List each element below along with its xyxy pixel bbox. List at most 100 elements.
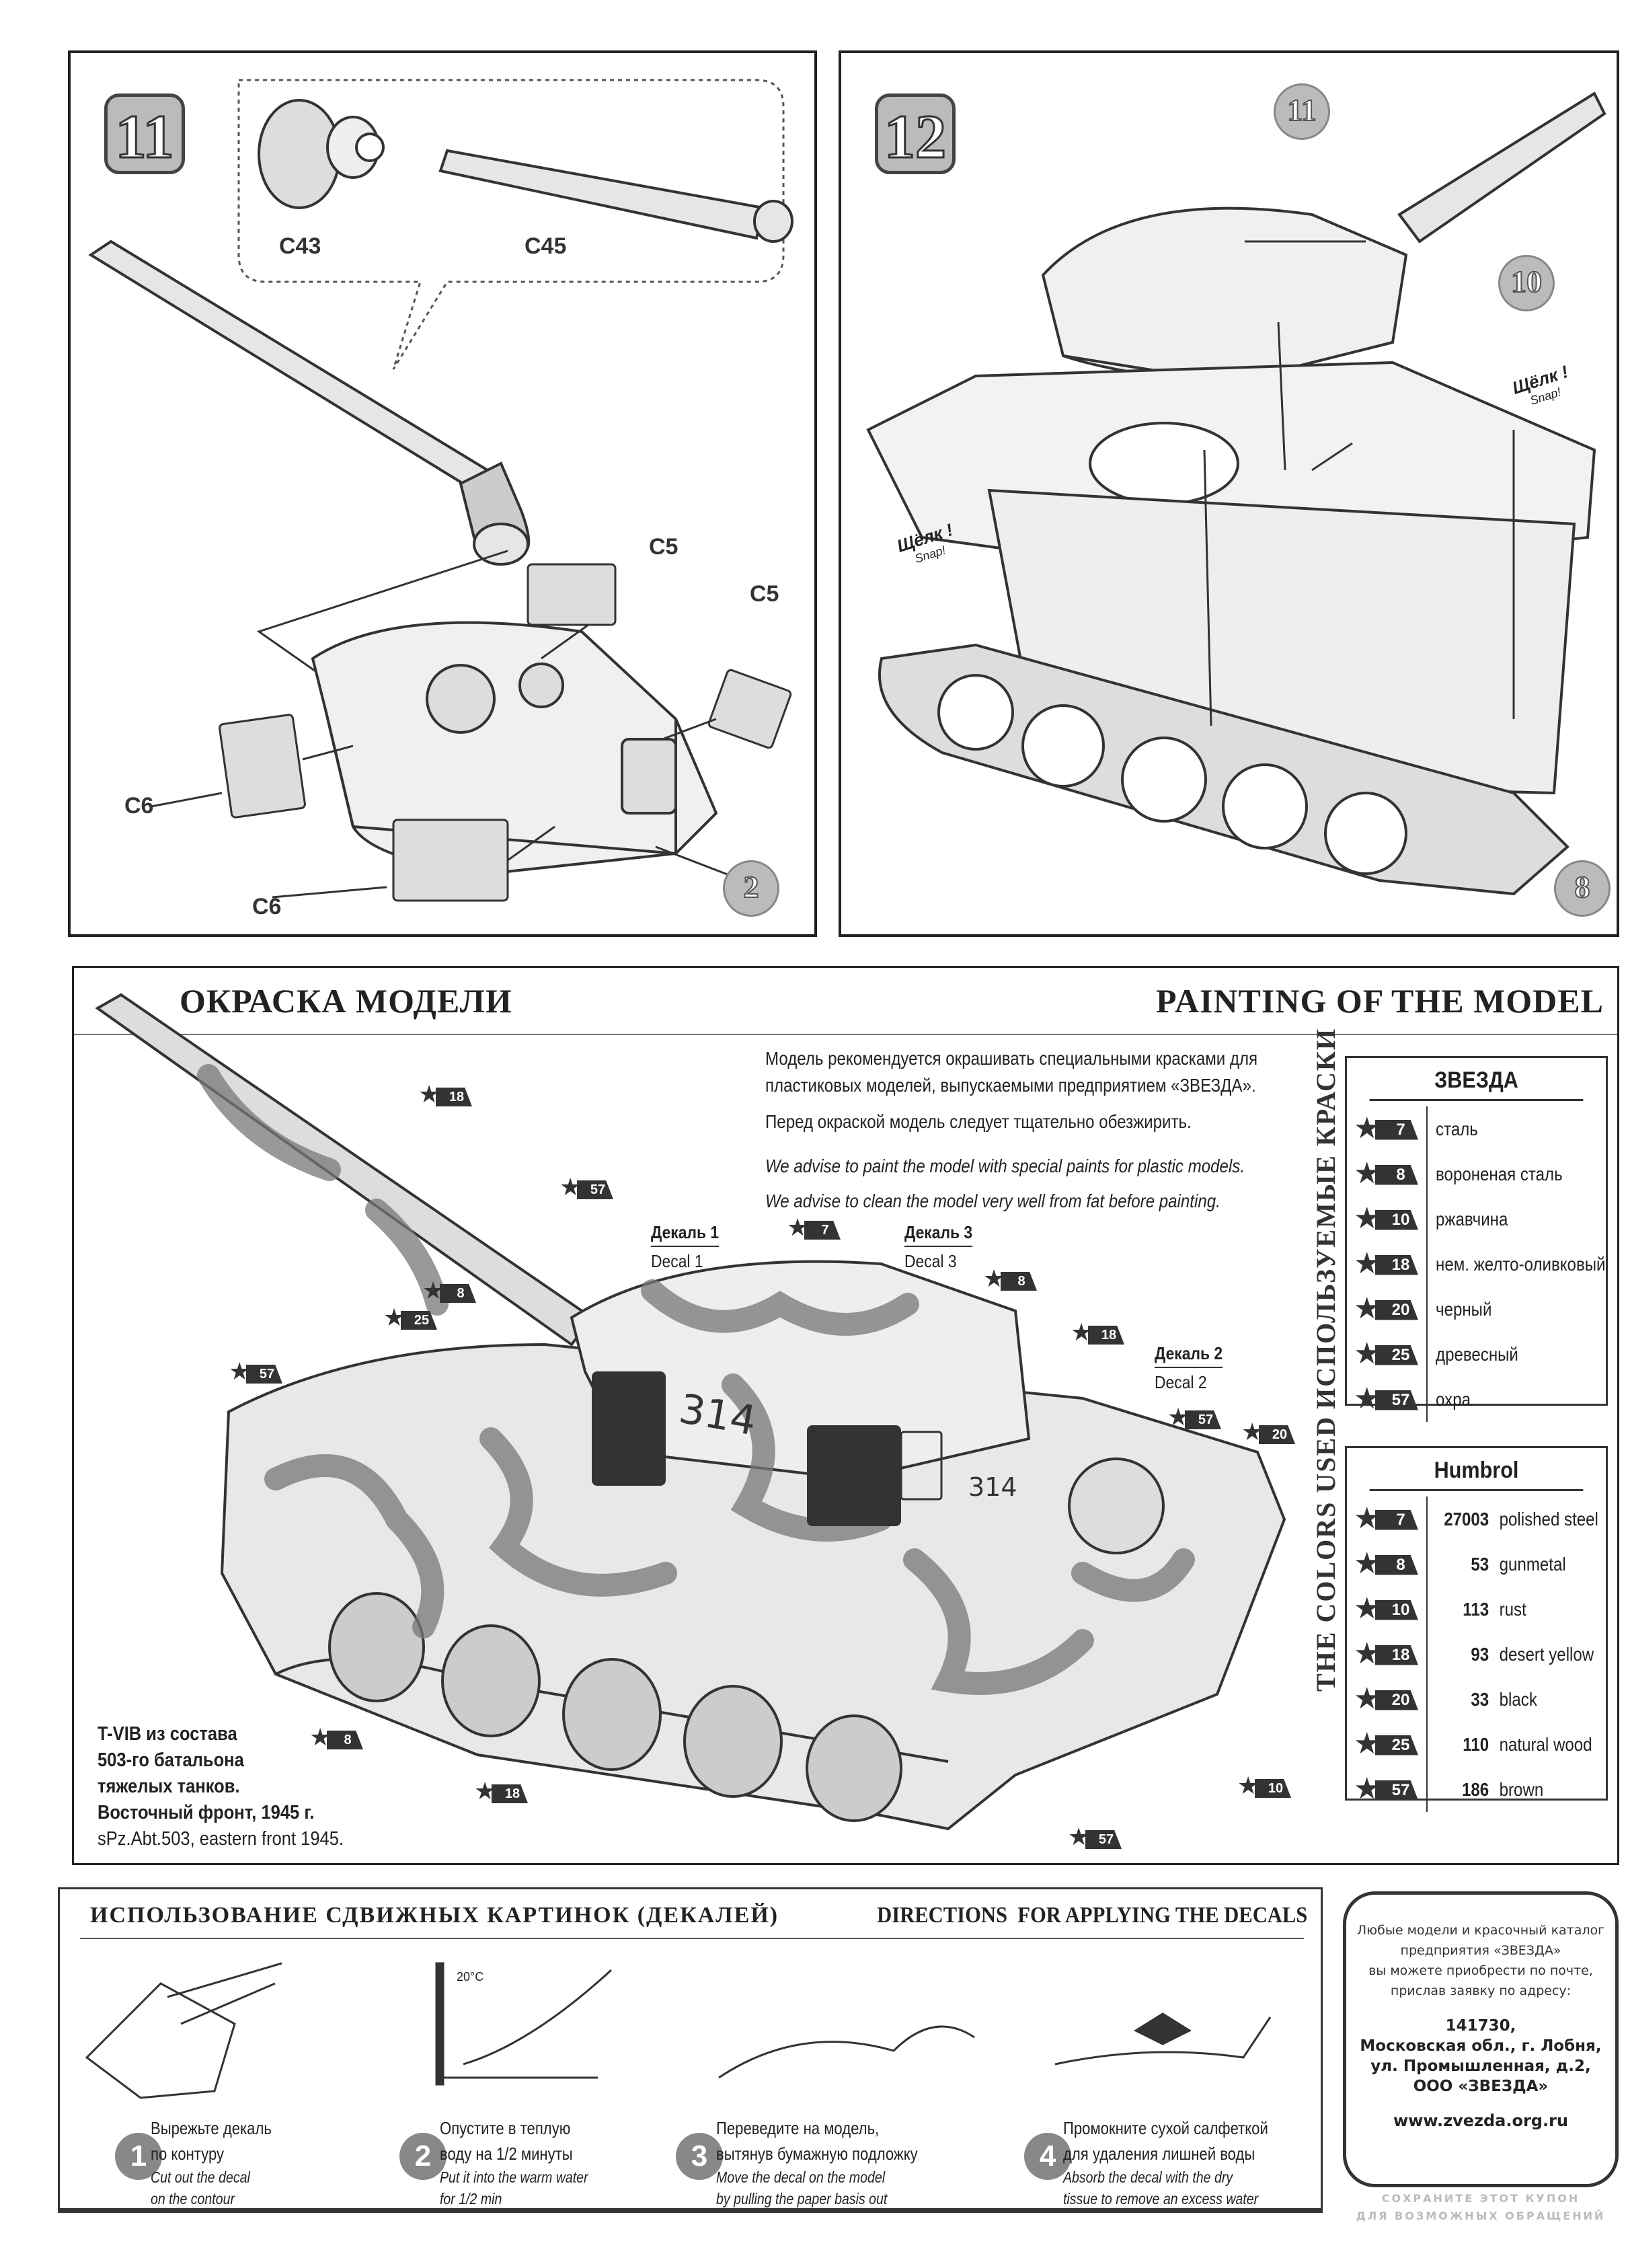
star-icon: ★	[474, 1777, 496, 1805]
star-icon: ★	[1354, 1111, 1381, 1145]
para-ru: Модель рекомендуется окрашивать специаль…	[765, 1048, 1258, 1069]
color-name: нем. желто-оливковый	[1436, 1253, 1606, 1275]
star-icon: ★	[1354, 1591, 1381, 1625]
coupon-zip: 141730,	[1445, 2017, 1516, 2035]
star-icon: ★	[1354, 1501, 1381, 1535]
paint-callout: 18★	[474, 1778, 528, 1805]
paint-callout: 10★	[1237, 1772, 1291, 1799]
color-row: 7★ сталь	[1347, 1106, 1606, 1151]
coupon-text: Любые модели и красочный каталог	[1356, 1923, 1605, 1938]
step-ru: Промокните сухой салфеткой	[1063, 2118, 1268, 2138]
divider	[1426, 1332, 1428, 1377]
color-number: 25	[1375, 1345, 1418, 1365]
paint-callout: 57★	[229, 1358, 282, 1385]
color-label: gunmetal	[1499, 1553, 1566, 1575]
divider	[1426, 1542, 1428, 1587]
divider	[1426, 1106, 1428, 1151]
color-row: 20★черный	[1347, 1287, 1606, 1332]
step-en: Cut out the decal	[151, 2168, 250, 2186]
step-en: by pulling the paper basis out	[716, 2190, 888, 2207]
water-temperature: 20°C	[457, 1970, 484, 1983]
turret	[1041, 91, 1606, 385]
color-number: 57	[1185, 1410, 1221, 1429]
step-ru: воду на 1/2 минуты	[440, 2144, 573, 2164]
paint-callout: 8★	[422, 1277, 476, 1304]
color-number: 20	[1375, 1299, 1418, 1320]
paint-callout: 25★	[383, 1304, 437, 1331]
coupon-website: www.zvezda.org.ru	[1393, 2111, 1568, 2130]
color-badge: 57★	[1354, 1383, 1418, 1414]
star-icon: ★	[1354, 1201, 1381, 1235]
paint-callout: 18★	[1071, 1319, 1124, 1346]
paint-callout: 8★	[983, 1265, 1037, 1292]
para-ru: пластиковых моделей, выпускаемыми предпр…	[765, 1075, 1256, 1096]
color-name: сталь	[1436, 1118, 1478, 1139]
camouflage	[197, 1064, 1195, 1695]
step-en: for 1/2 min	[440, 2190, 502, 2207]
divider	[1426, 1377, 1428, 1422]
decal-ru: Декаль 1	[651, 1222, 720, 1247]
hull	[220, 1260, 1286, 1831]
coupon-footer-line: СОХРАНИТЕ ЭТОТ КУПОН	[1381, 2192, 1580, 2205]
divider	[1426, 1632, 1428, 1677]
color-number: 8	[1375, 1164, 1418, 1185]
color-number: 57	[1375, 1390, 1418, 1410]
humbrol-code: 93	[1471, 1643, 1489, 1665]
color-row: 8★ вороненая сталь	[1347, 1151, 1606, 1197]
star-icon: ★	[1354, 1681, 1381, 1715]
caption-line: sPz.Abt.503, eastern front 1945.	[98, 1828, 344, 1850]
color-number: 18	[1375, 1645, 1418, 1665]
caption-line: тяжелых танков.	[98, 1776, 240, 1797]
callout-step-2: 2	[723, 860, 779, 917]
color-label: polished steel	[1499, 1508, 1598, 1529]
divider	[1426, 1677, 1428, 1722]
color-label: natural wood	[1499, 1733, 1592, 1755]
coupon-text: предприятия «ЗВЕЗДА»	[1400, 1943, 1561, 1958]
part-c45	[438, 149, 793, 243]
paint-callout: 18★	[418, 1081, 472, 1108]
color-number: 8	[1375, 1554, 1418, 1575]
step-ru: для удаления лишней воды	[1063, 2144, 1255, 2164]
step-11-panel: 11 C43 C45 C5 C5 C6 C6 2	[68, 50, 817, 937]
star-icon: ★	[1071, 1318, 1093, 1346]
coupon-text: вы можете приобрести по почте,	[1368, 1963, 1593, 1978]
star-icon: ★	[983, 1264, 1005, 1292]
divider	[1426, 1242, 1428, 1287]
star-icon: ★	[383, 1303, 405, 1331]
divider	[1426, 1722, 1428, 1767]
divider	[1426, 1287, 1428, 1332]
step-number-circle: 3	[676, 2133, 723, 2180]
step-number-circle: 1	[115, 2133, 162, 2180]
decal-steps-illustration	[85, 1962, 1272, 2099]
gun-barrel	[88, 239, 531, 566]
step-ru: Переведите на модель,	[716, 2118, 880, 2138]
decal-ru: Декаль 3	[904, 1222, 973, 1247]
painting-instructions: Модель рекомендуется окрашивать специаль…	[765, 1045, 1257, 1215]
color-name: вороненая сталь	[1436, 1163, 1563, 1184]
part-label-c6: C6	[124, 793, 154, 819]
track-links	[219, 563, 792, 902]
color-badge: 8★	[1354, 1158, 1418, 1188]
caption-line: 503-го батальона	[98, 1749, 244, 1771]
para-ru: Перед окраской модель следует тщательно …	[765, 1111, 1192, 1132]
color-number: 18	[1375, 1254, 1418, 1275]
paint-callout: 7★	[787, 1214, 841, 1241]
color-number: 7	[1375, 1119, 1418, 1140]
color-name: охра	[1436, 1388, 1471, 1410]
divider	[1426, 1197, 1428, 1242]
color-number: 8	[1001, 1272, 1037, 1291]
star-icon: ★	[787, 1213, 809, 1241]
callout-step-10: 10	[1498, 255, 1555, 311]
tank-painting-illustration	[95, 993, 1286, 1831]
